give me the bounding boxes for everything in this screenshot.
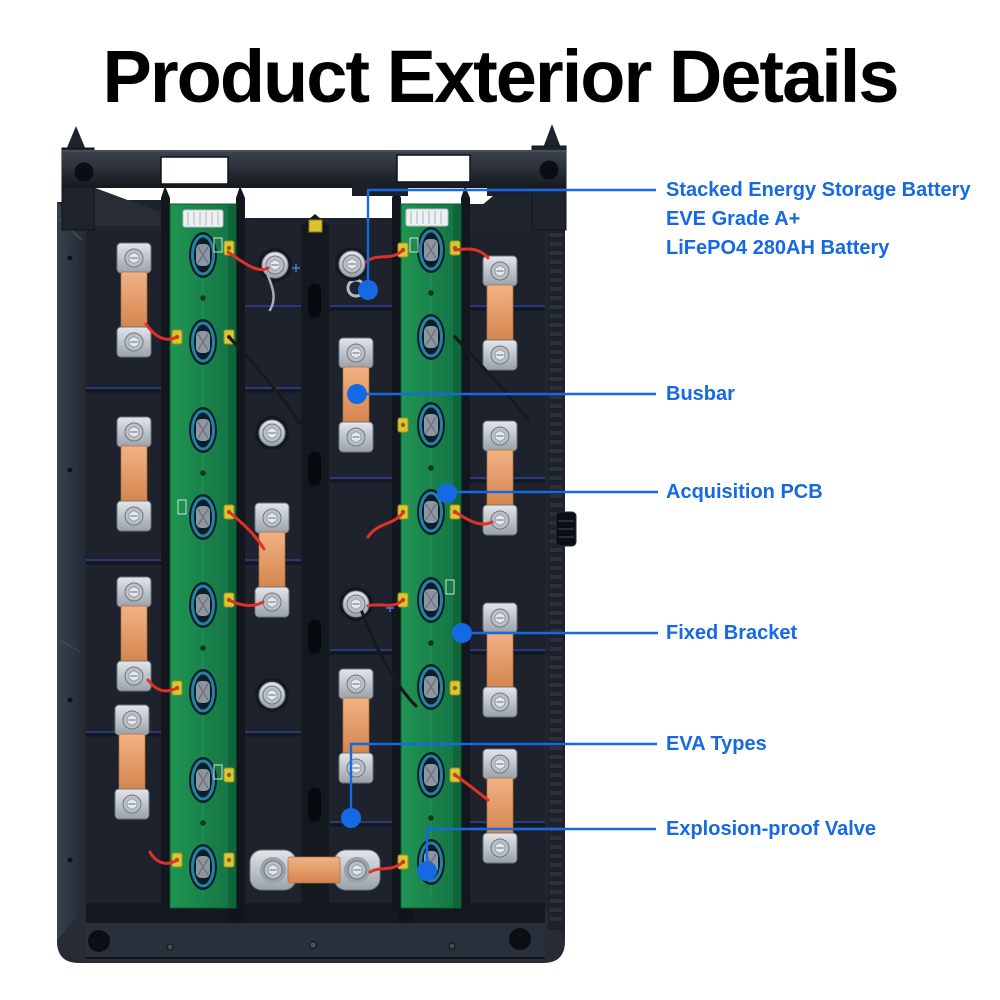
callout-label-acquisition-pcb: Acquisition PCB xyxy=(666,478,823,507)
callout-text: Explosion-proof Valve xyxy=(666,818,877,840)
callout-lines xyxy=(349,188,658,871)
top-rail xyxy=(61,124,567,231)
callout-label-busbar: Busbar xyxy=(666,380,735,409)
side-clip xyxy=(555,511,577,547)
callout-dot-stacked-battery xyxy=(358,280,378,300)
callout-dot-busbar xyxy=(347,384,367,404)
callout-label-fixed-bracket: Fixed Bracket xyxy=(666,619,797,648)
callout-label-eva-types: EVA Types xyxy=(666,730,767,759)
callout-text: Stacked Energy Storage Battery xyxy=(666,179,971,201)
center-divider xyxy=(301,214,329,908)
callout-dot-eva-types xyxy=(341,808,361,828)
page-title: Product Exterior Details xyxy=(102,35,899,118)
pcb-left xyxy=(161,186,245,909)
callout-label-explosion-proof-valve: Explosion-proof Valve xyxy=(666,815,876,844)
callout-text: LiFePO4 280AH Battery xyxy=(666,237,890,259)
callout-label-stacked-battery: Stacked Energy Storage Battery EVE Grade… xyxy=(666,176,971,263)
callout-dot-explosion-proof-valve xyxy=(417,861,437,881)
callout-text: Acquisition PCB xyxy=(666,481,823,503)
callout-text: EVA Types xyxy=(666,733,767,755)
busbars-and-terminals xyxy=(115,243,517,891)
callout-dot-fixed-bracket xyxy=(452,623,472,643)
callout-text: Busbar xyxy=(666,383,735,405)
callout-dots xyxy=(341,280,472,881)
wires xyxy=(144,247,530,874)
callout-text: Fixed Bracket xyxy=(666,622,798,644)
pcb-right xyxy=(392,186,470,909)
callout-text: EVE Grade A+ xyxy=(666,208,801,230)
callout-dot-acquisition-pcb xyxy=(437,483,457,503)
